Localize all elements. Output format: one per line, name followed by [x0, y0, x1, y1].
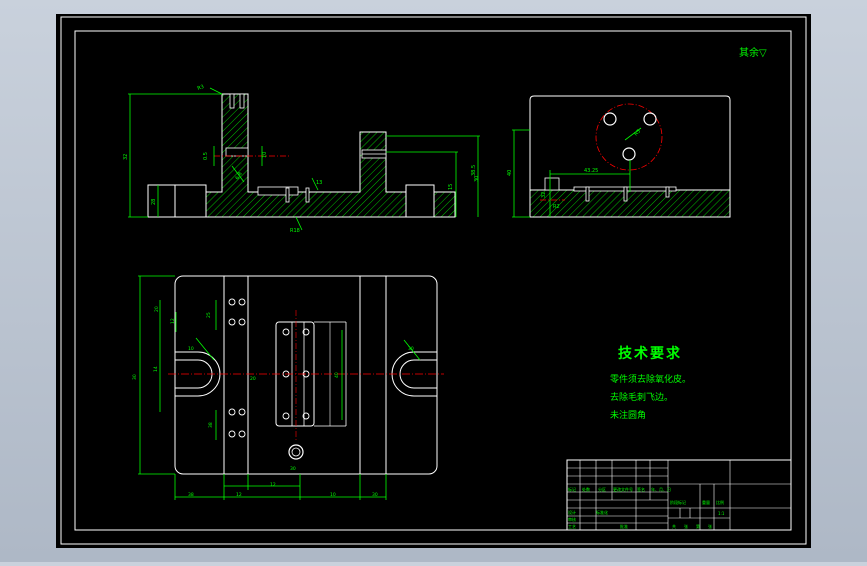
dimension-label: 0.5 [203, 152, 209, 160]
dimension-label: 1:1 [718, 511, 725, 516]
dimension-label: 32 [123, 154, 129, 160]
side-hole-3 [622, 147, 636, 161]
tech-item-1: 零件须去除氧化皮。 [610, 373, 691, 385]
dimension-label: R5 [633, 128, 642, 137]
dimension-label: 30 [372, 492, 378, 498]
title-block-labels: 标记处数 分区 更改文件号签名年、月、日设计 标准化 阶段标记 重量比例审核工艺 批准 共 张 第… [568, 486, 725, 529]
dimension-label: 43.25 [584, 168, 598, 174]
dimension-label: 30 [290, 466, 296, 472]
dimension-label: 30 [132, 374, 138, 380]
dimension-label: 40 [334, 372, 340, 378]
plan-pin-hole [288, 444, 304, 460]
dimension-label: 处数 [582, 486, 590, 492]
dimension-label: 标记 [568, 486, 576, 492]
dimension-label: 20 [154, 306, 160, 312]
dimension-label: 38.5 [471, 165, 477, 176]
dimension-label: 签名 [637, 486, 645, 492]
dimension-label: 张 [708, 523, 712, 529]
dimension-label: 30 [474, 176, 480, 182]
dimension-label: 6.8 [235, 171, 244, 181]
dimension-label: 13 [316, 180, 322, 186]
tech-item-3: 未注圆角 [610, 409, 646, 421]
dimension-label: 比例 [716, 499, 724, 505]
dimension-label: 10 [330, 492, 336, 498]
dimension-label: 10 [262, 152, 268, 158]
front-base-left [147, 184, 207, 218]
dimension-label: 15 [448, 184, 454, 190]
outer-border [60, 16, 807, 545]
dimension-label: 32 [541, 192, 547, 198]
side-body-outline [529, 95, 731, 218]
dimension-label: 重量 [702, 499, 710, 505]
tech-title: 技术要求 [618, 345, 682, 362]
dimension-label: 38 [208, 422, 214, 428]
dimension-label: 批准 [620, 523, 628, 529]
dimension-label: 14 [153, 366, 159, 372]
roughness-note-text: 其余▽ [739, 46, 767, 59]
dimension-label: 25 [206, 312, 212, 318]
plan-outline [174, 275, 438, 475]
tech-item-2: 去除毛刺飞边。 [610, 391, 673, 403]
dimension-label: 30 [408, 346, 414, 352]
dimension-label: 阶段标记 [670, 499, 686, 505]
bolt-circle [595, 103, 663, 171]
dimension-label: 设计 [568, 509, 576, 515]
dimension-label: 38 [188, 492, 194, 498]
plan-dimension-labels: 30 20 12 14 25 38 40 38 12 12 10 30 10 30 20 30 [132, 306, 414, 498]
dimension-label: 年、月、日 [651, 486, 671, 492]
side-hatched-base [529, 189, 731, 218]
dimension-label: 12 [270, 482, 276, 488]
dimension-label: 28 [151, 199, 157, 205]
drawing-sheet [56, 14, 811, 548]
dimension-label: 工艺 [568, 524, 576, 529]
dimension-label: 分区 [598, 486, 606, 492]
front-base-slot [405, 184, 435, 218]
dimension-label: R3 [197, 84, 205, 92]
dimension-label: 20 [250, 376, 256, 382]
dimension-label: 共 [672, 523, 676, 529]
dimension-label: 审核 [568, 516, 576, 522]
dimension-label: 10 [188, 346, 194, 352]
tech-requirements: 技术要求 零件须去除氧化皮。 去除毛刺飞边。 未注圆角 [610, 345, 691, 421]
dimension-label: 更改文件号 [613, 486, 633, 492]
dimension-label: 第 [696, 523, 700, 529]
title-block: 标记处数 分区 更改文件号签名年、月、日设计 标准化 阶段标记 重量比例审核工艺 批准 共 张 第… [566, 459, 792, 531]
side-hole-1 [603, 112, 617, 126]
dimension-label: 12 [236, 492, 242, 498]
side-hole-2 [643, 112, 657, 126]
dimension-label: R18 [290, 228, 300, 234]
dimension-label: 标准化 [596, 509, 608, 515]
dimension-label: 张 [684, 523, 688, 529]
dimension-label: 40 [507, 170, 513, 176]
inner-border [74, 30, 792, 531]
dimension-label: R2 [553, 204, 560, 210]
roughness-note: 其余▽ [739, 46, 767, 59]
dimension-label: 12 [170, 318, 176, 324]
plan-view: 30 20 12 14 25 38 40 38 12 12 10 30 10 30 20 30 [132, 275, 444, 500]
